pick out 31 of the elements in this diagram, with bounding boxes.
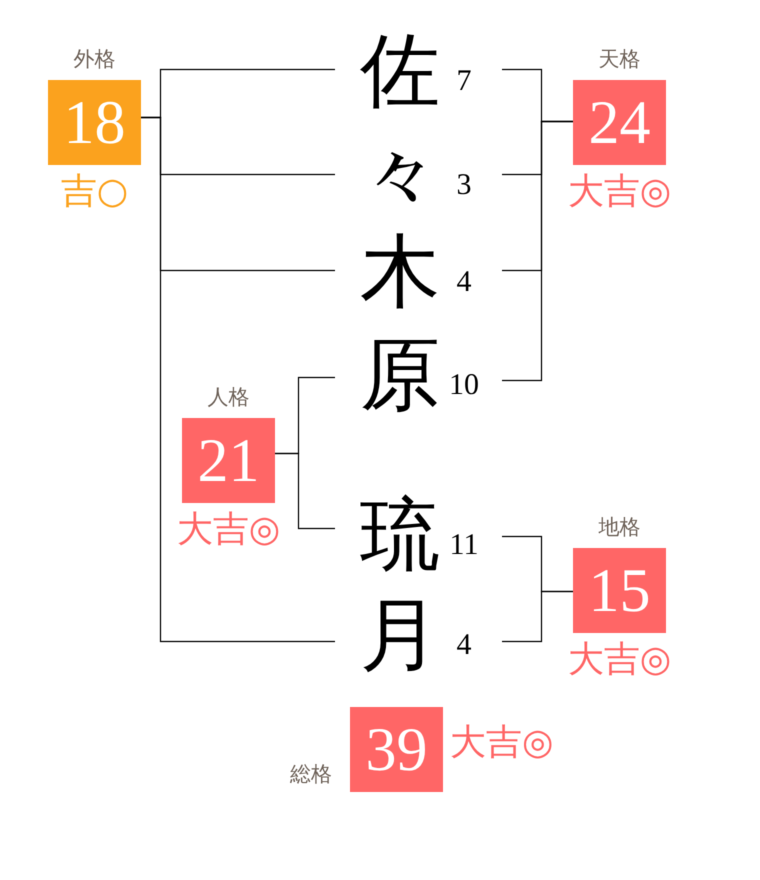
score-tile: 15 xyxy=(573,548,666,633)
fortune-category-label: 外格 xyxy=(74,46,116,73)
fortune-rating: 吉○ xyxy=(60,172,128,212)
stroke-count: 3 xyxy=(456,168,472,202)
fortune-category-label: 天格 xyxy=(598,46,640,73)
score-tile: 18 xyxy=(48,80,141,165)
score-tile: 21 xyxy=(182,418,275,503)
fortune-rating: 大吉◎ xyxy=(450,723,554,763)
name-character: 琉 xyxy=(360,496,440,576)
stroke-count: 10 xyxy=(449,368,479,402)
stroke-count: 7 xyxy=(456,64,472,98)
bracket-line xyxy=(502,590,573,642)
stroke-count: 4 xyxy=(456,628,472,662)
fortune-category-label: 人格 xyxy=(208,384,250,411)
stroke-count: 4 xyxy=(456,265,472,299)
fortune-category-label: 総格 xyxy=(290,761,332,788)
name-character: 木 xyxy=(360,233,440,313)
name-character: 原 xyxy=(360,336,440,416)
fortune-category-label: 地格 xyxy=(598,514,640,541)
bracket-line xyxy=(502,120,573,382)
name-character: 佐 xyxy=(360,32,440,112)
fortune-rating: 大吉◎ xyxy=(568,172,672,212)
bracket-line xyxy=(275,452,335,530)
bracket-line xyxy=(141,116,335,642)
stroke-count: 11 xyxy=(450,528,478,562)
score-tile: 24 xyxy=(573,80,666,165)
score-tile: 39 xyxy=(350,707,443,792)
name-character: 々 xyxy=(360,136,440,216)
fortune-rating: 大吉◎ xyxy=(568,640,672,680)
fortune-rating: 大吉◎ xyxy=(176,510,280,550)
name-character: 月 xyxy=(360,596,440,676)
